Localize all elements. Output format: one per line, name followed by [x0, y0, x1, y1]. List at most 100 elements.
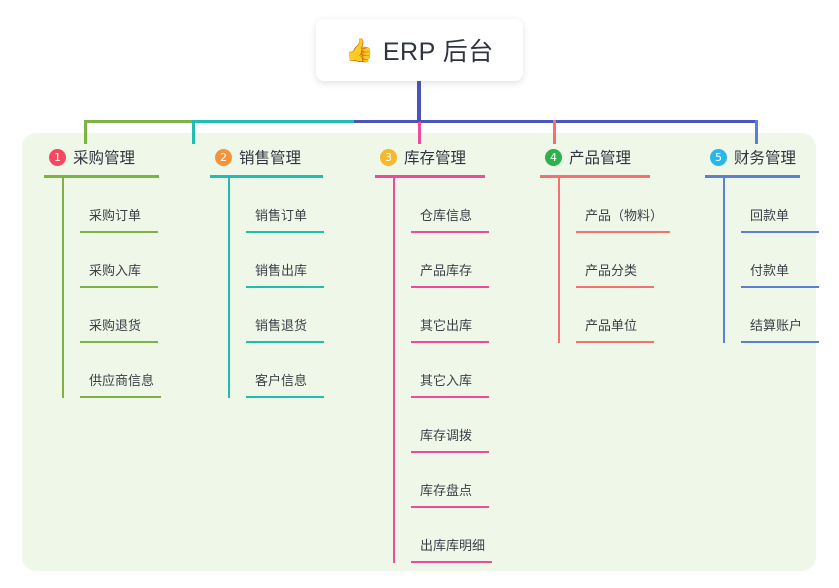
leaf-underline — [411, 231, 489, 233]
column-title: 产品管理 — [569, 150, 632, 167]
leaf-node-label: 其它入库 — [420, 373, 473, 388]
leaf-underline — [411, 341, 489, 343]
leaf-underline — [576, 231, 670, 233]
leaf-node[interactable]: 付款单 — [741, 233, 823, 288]
column-number-badge: 5 — [710, 148, 727, 166]
leaf-node[interactable]: 产品库存 — [411, 233, 508, 288]
branch-spine — [558, 178, 560, 343]
trunk-connector — [417, 81, 421, 122]
leaf-node[interactable]: 采购订单 — [80, 178, 182, 233]
leaf-underline — [741, 286, 819, 288]
leaf-node[interactable]: 库存调拨 — [411, 398, 508, 453]
diagram-panel — [22, 133, 816, 571]
branch-items: 产品（物料） 产品分类产品单位 — [558, 178, 673, 343]
column-header-2[interactable]: 2 销售管理 — [198, 144, 346, 170]
leaf-underline — [411, 451, 489, 453]
leaf-underline — [741, 341, 819, 343]
leaf-node[interactable]: 结算账户 — [741, 288, 823, 343]
leaf-node-label: 产品单位 — [585, 318, 638, 333]
leaf-node[interactable]: 采购退货 — [80, 288, 182, 343]
leaf-node-label: 销售出库 — [255, 263, 308, 278]
leaf-node-label: 付款单 — [750, 263, 790, 278]
leaf-node-label: 供应商信息 — [89, 373, 155, 388]
branch-items: 仓库信息产品库存其它出库其它入库库存调拨库存盘点出库库明细 — [393, 178, 508, 563]
column-underline — [210, 175, 323, 178]
leaf-node-label: 回款单 — [750, 208, 790, 223]
leaf-node[interactable]: 库存盘点 — [411, 453, 508, 508]
branch-items: 销售订单销售出库销售退货客户信息 — [228, 178, 346, 398]
column-title: 财务管理 — [734, 150, 797, 167]
branch-items: 回款单付款单结算账户 — [723, 178, 823, 343]
leaf-underline — [411, 561, 492, 563]
drop-connector-1 — [84, 120, 87, 144]
leaf-node-label: 采购退货 — [89, 318, 142, 333]
leaf-node[interactable]: 其它入库 — [411, 343, 508, 398]
leaf-node-label: 库存盘点 — [420, 483, 473, 498]
branch-spine — [62, 178, 64, 398]
column-4: 4 产品管理产品（物料） 产品分类产品单位 — [528, 144, 673, 343]
column-number-badge: 4 — [545, 148, 562, 166]
column-header-5[interactable]: 5 财务管理 — [693, 144, 823, 170]
column-underline — [705, 175, 800, 178]
leaf-node[interactable]: 回款单 — [741, 178, 823, 233]
leaf-node[interactable]: 仓库信息 — [411, 178, 508, 233]
leaf-node[interactable]: 供应商信息 — [80, 343, 182, 398]
leaf-underline — [80, 396, 161, 398]
leaf-underline — [411, 506, 489, 508]
leaf-node-label: 产品（物料） — [585, 208, 664, 223]
column-underline — [540, 175, 650, 178]
leaf-underline — [80, 286, 158, 288]
leaf-node[interactable]: 销售订单 — [246, 178, 346, 233]
leaf-node[interactable]: 销售退货 — [246, 288, 346, 343]
column-title: 销售管理 — [239, 150, 302, 167]
leaf-node[interactable]: 销售出库 — [246, 233, 346, 288]
column-1: 1 采购管理采购订单采购入库采购退货供应商信息 — [32, 144, 182, 398]
column-number-badge: 2 — [215, 148, 232, 166]
column-title: 采购管理 — [73, 150, 136, 167]
leaf-node[interactable]: 客户信息 — [246, 343, 346, 398]
leaf-underline — [411, 396, 489, 398]
bus-segment-1 — [84, 120, 194, 123]
leaf-underline — [80, 231, 158, 233]
column-2: 2 销售管理销售订单销售出库销售退货客户信息 — [198, 144, 346, 398]
leaf-underline — [246, 231, 324, 233]
leaf-underline — [246, 396, 324, 398]
branch-spine — [723, 178, 725, 343]
leaf-node-label: 仓库信息 — [420, 208, 473, 223]
root-node-label: ERP 后台 — [382, 38, 494, 66]
drop-connector-5 — [755, 120, 758, 144]
leaf-node-label: 采购入库 — [89, 263, 142, 278]
leaf-underline — [246, 341, 324, 343]
column-title: 库存管理 — [404, 150, 467, 167]
leaf-underline — [576, 341, 654, 343]
leaf-node[interactable]: 采购入库 — [80, 233, 182, 288]
drop-connector-4 — [553, 120, 556, 144]
branch-spine — [393, 178, 395, 563]
leaf-node-label: 客户信息 — [255, 373, 308, 388]
leaf-node-label: 产品分类 — [585, 263, 638, 278]
leaf-node[interactable]: 产品单位 — [576, 288, 673, 343]
branch-spine — [228, 178, 230, 398]
root-node[interactable]: 👍 ERP 后台 — [316, 19, 523, 81]
leaf-node-label: 其它出库 — [420, 318, 473, 333]
leaf-underline — [246, 286, 324, 288]
leaf-underline — [80, 341, 158, 343]
leaf-node-label: 销售订单 — [255, 208, 308, 223]
column-header-1[interactable]: 1 采购管理 — [32, 144, 182, 170]
leaf-node[interactable]: 其它出库 — [411, 288, 508, 343]
column-underline — [375, 175, 485, 178]
leaf-node-label: 销售退货 — [255, 318, 308, 333]
drop-connector-2 — [192, 120, 195, 144]
column-number-badge: 1 — [49, 148, 66, 166]
leaf-underline — [411, 286, 489, 288]
leaf-node-label: 出库库明细 — [420, 538, 486, 553]
bus-segment-4 — [418, 120, 758, 123]
column-header-4[interactable]: 4 产品管理 — [528, 144, 673, 170]
leaf-node[interactable]: 产品（物料） — [576, 178, 673, 233]
drop-connector-3 — [418, 120, 421, 144]
thumbs-up-icon: 👍 — [345, 36, 374, 63]
leaf-node[interactable]: 出库库明细 — [411, 508, 508, 563]
leaf-node[interactable]: 产品分类 — [576, 233, 673, 288]
